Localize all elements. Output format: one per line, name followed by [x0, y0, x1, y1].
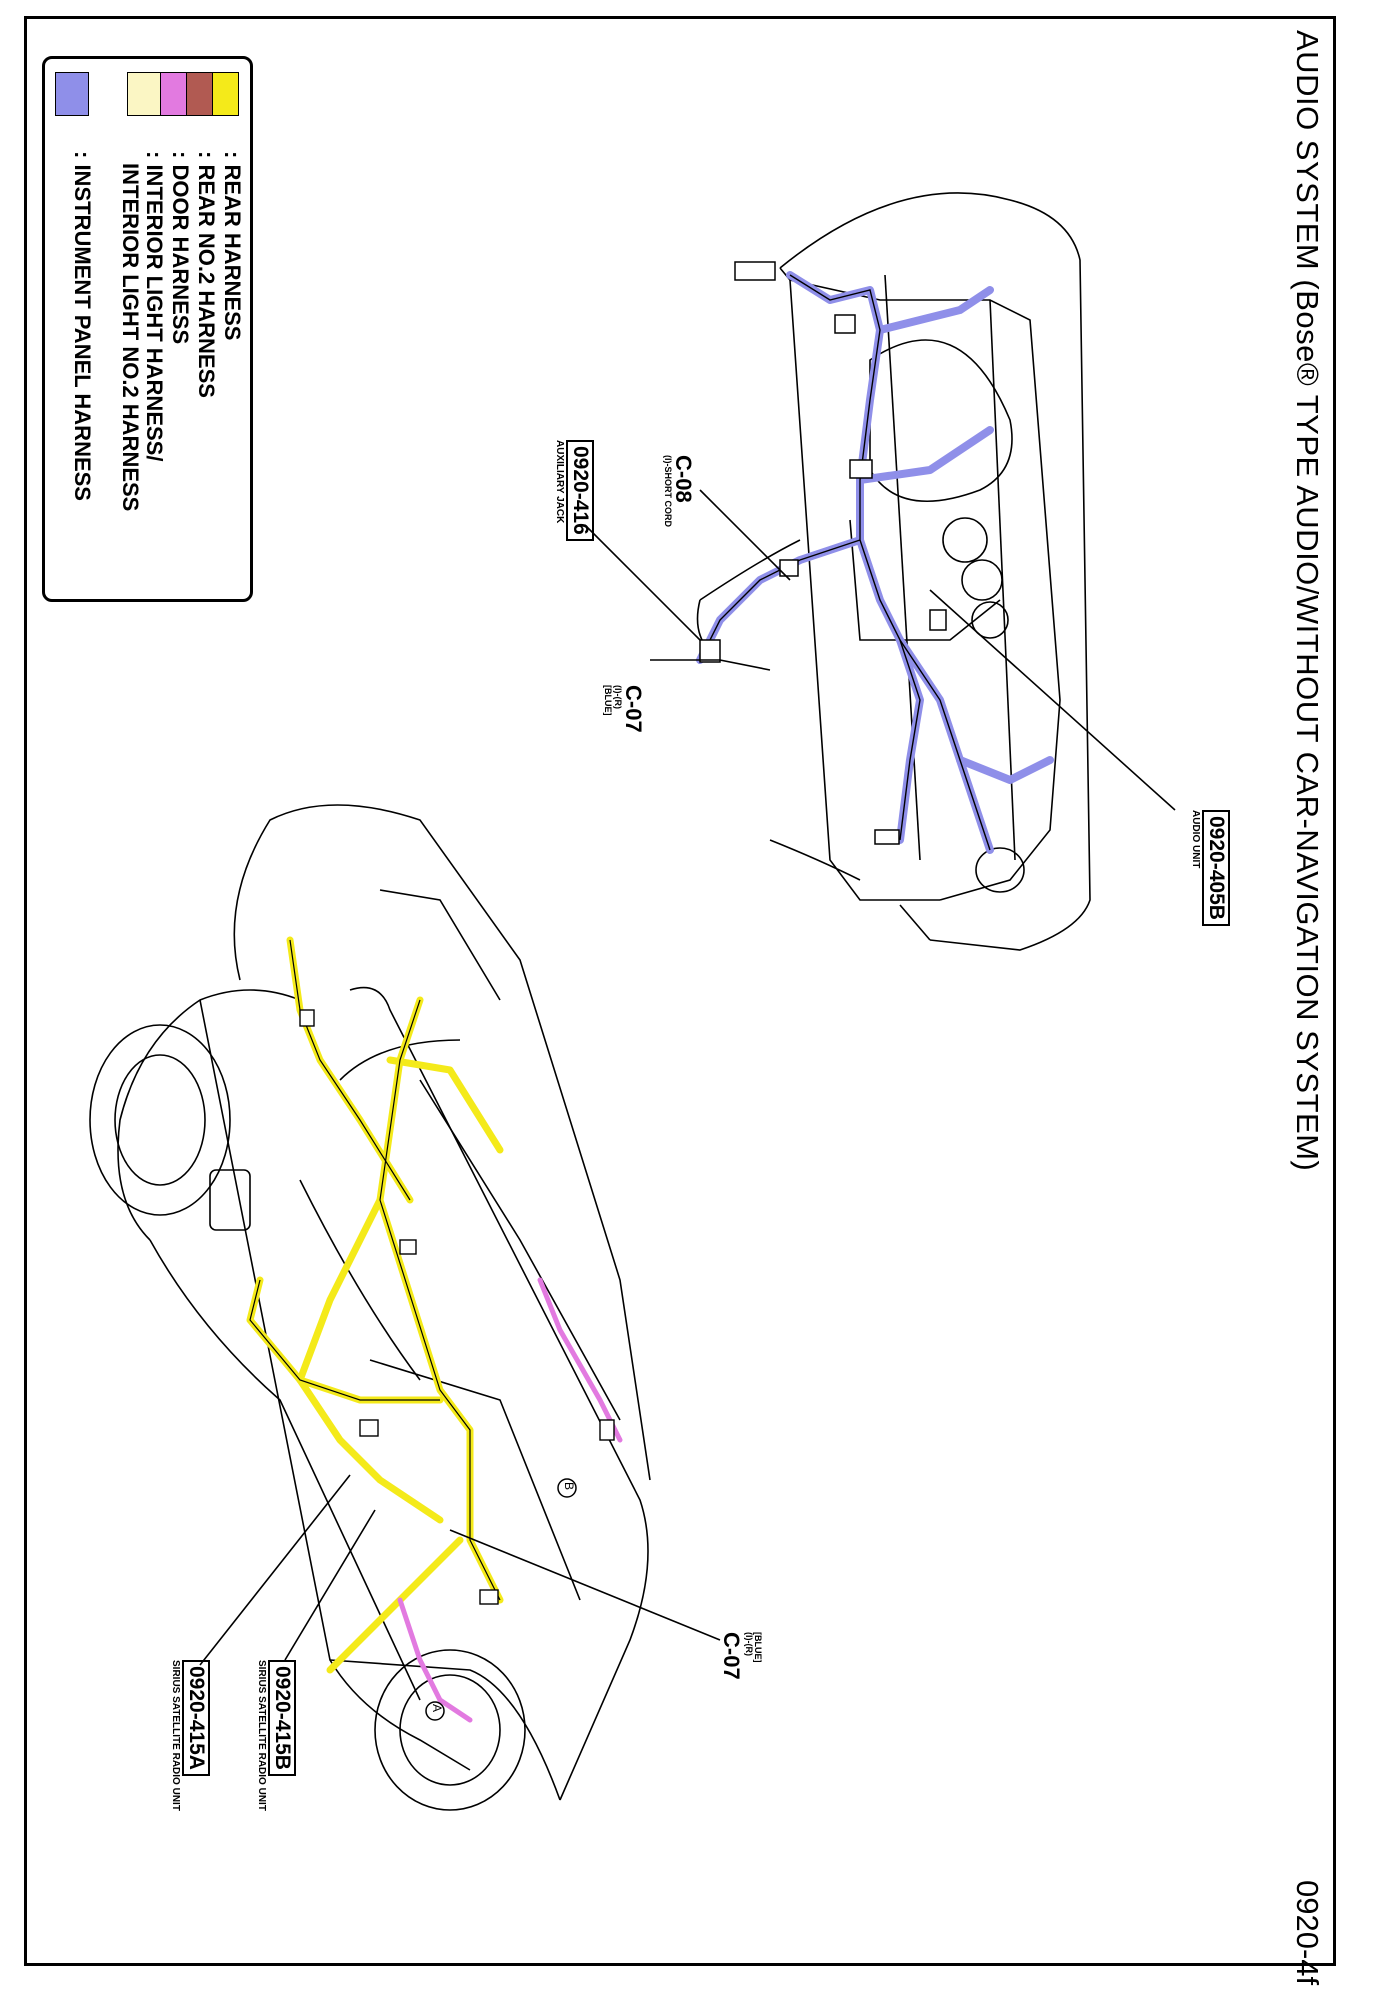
audio-unit-desc: AUDIO UNIT [1189, 810, 1201, 869]
sirius-a-ref: 0920-415A [181, 1660, 210, 1776]
audio-unit-ref: 0920-405B [1201, 810, 1230, 926]
rear-harness [246, 936, 504, 1674]
car-leader-lines [199, 1474, 721, 1666]
c08-desc: (I)-SHORT CORD [662, 455, 673, 527]
callout-c07-car: [BLUE] (I)-(R) C-07 [719, 1632, 763, 1680]
rear-harness-outline [249, 939, 501, 1601]
sirius-b-ref: 0920-415B [267, 1660, 296, 1776]
c07-car-color: [BLUE] [753, 1632, 763, 1663]
c07-car-id: C-07 [719, 1632, 745, 1680]
c07-panel-color: [BLUE] [603, 685, 614, 716]
legend-swatch-instrument-panel [55, 72, 89, 116]
instrument-panel-harness-outline [699, 274, 991, 851]
marker-a-label: A [430, 1704, 444, 1713]
callout-sirius-415b: 0920-415B SIRIUS SATELLITE RADIO UNIT [255, 1660, 296, 1811]
callout-c08: C-08 (I)-SHORT CORD [662, 455, 696, 527]
c07-car-pin: (I)-(R) [743, 1632, 754, 1656]
c08-id: C-08 [671, 455, 696, 503]
car-body-outline [117, 804, 651, 1801]
car-connectors [299, 1009, 615, 1605]
callout-c07-panel: C-07 (I)-(R) [BLUE] [603, 685, 646, 733]
callout-auxiliary-jack: 0920-416 AUXILIARY JACK [553, 440, 594, 541]
car-wheels [89, 1024, 526, 1811]
marker-b-label: B [562, 1482, 576, 1491]
panel-leader-lines [584, 489, 1176, 811]
sirius-a-desc: SIRIUS SATELLITE RADIO UNIT [169, 1660, 181, 1811]
door-harness [397, 1277, 623, 1723]
instrument-panel-outline [696, 192, 1091, 951]
marker-circles [425, 1478, 577, 1721]
harness-legend: : REAR HARNESS : REAR NO.2 HARNESS : DOO… [42, 56, 253, 602]
aux-jack-desc: AUXILIARY JACK [553, 440, 565, 524]
panel-vents [869, 339, 1025, 893]
legend-swatch-interior-light [127, 72, 161, 116]
c07-panel-id: C-07 [621, 685, 646, 733]
panel-connectors [699, 261, 947, 845]
sirius-b-desc: SIRIUS SATELLITE RADIO UNIT [255, 1660, 267, 1811]
aux-jack-ref: 0920-416 [565, 440, 594, 541]
callout-sirius-415a: 0920-415A SIRIUS SATELLITE RADIO UNIT [169, 1660, 210, 1811]
callout-audio-unit: 0920-405B AUDIO UNIT [1189, 810, 1230, 926]
drawing-frame [24, 16, 1336, 1966]
